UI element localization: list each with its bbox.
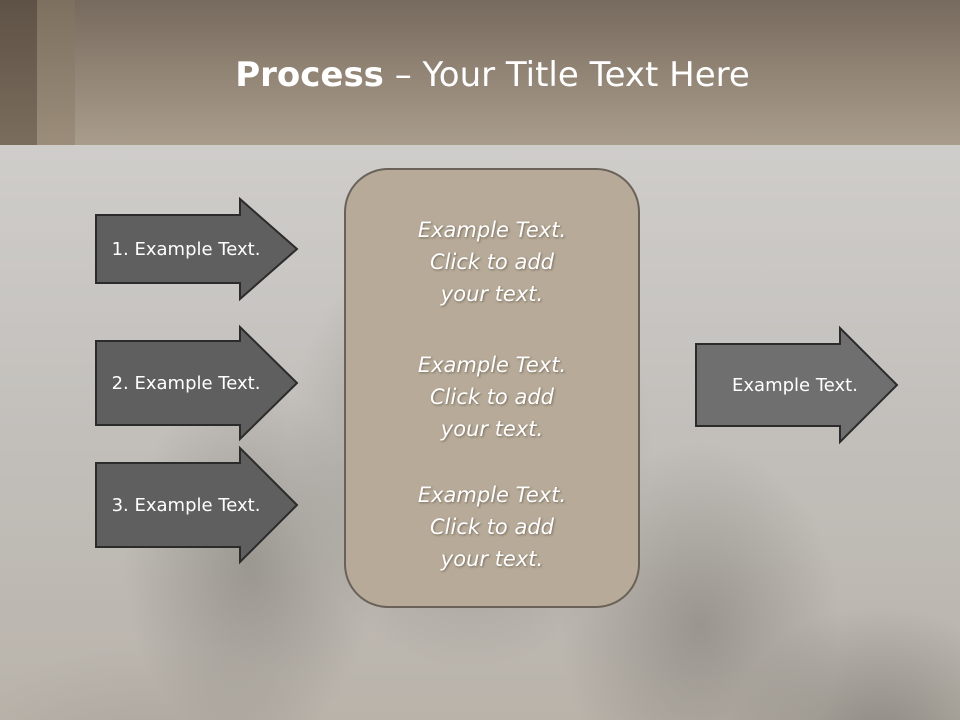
process-arrow-2[interactable]: 2. Example Text. (95, 324, 300, 442)
center-text-line: Click to add (429, 385, 554, 409)
center-content-box[interactable]: Example Text. Click to add your text. Ex… (344, 168, 640, 608)
arrow-shape (695, 325, 899, 445)
slide-title[interactable]: Process – Your Title Text Here (0, 50, 960, 100)
header-accent-dark (0, 0, 37, 145)
arrow-shape (95, 445, 299, 565)
process-arrow-1[interactable]: 1. Example Text. (95, 196, 300, 302)
header-band: Process – Your Title Text Here (0, 0, 960, 145)
arrow-label: 2. Example Text. (111, 372, 261, 394)
result-arrow[interactable]: Example Text. (695, 325, 900, 445)
center-text-line: Example Text. (417, 353, 567, 377)
title-bold: Process (235, 55, 384, 95)
center-text-line: your text. (440, 417, 544, 441)
arrow-shape (95, 324, 299, 442)
center-text-line: Example Text. (417, 218, 567, 242)
header-accent-light (37, 0, 75, 145)
arrow-label: Example Text. (732, 374, 858, 396)
center-text-line: your text. (440, 547, 544, 571)
arrow-shape (95, 196, 299, 302)
arrow-label: 3. Example Text. (111, 494, 261, 516)
center-text-line: Click to add (429, 250, 554, 274)
center-text-block-3[interactable]: Example Text. Click to add your text. (346, 479, 638, 575)
center-text-line: your text. (440, 282, 544, 306)
center-text-line: Example Text. (417, 483, 567, 507)
center-text-block-1[interactable]: Example Text. Click to add your text. (346, 214, 638, 310)
title-rest: – Your Title Text Here (383, 55, 750, 95)
center-text-line: Click to add (429, 515, 554, 539)
center-text-block-2[interactable]: Example Text. Click to add your text. (346, 349, 638, 445)
arrow-label: 1. Example Text. (111, 238, 261, 260)
process-arrow-3[interactable]: 3. Example Text. (95, 445, 300, 565)
